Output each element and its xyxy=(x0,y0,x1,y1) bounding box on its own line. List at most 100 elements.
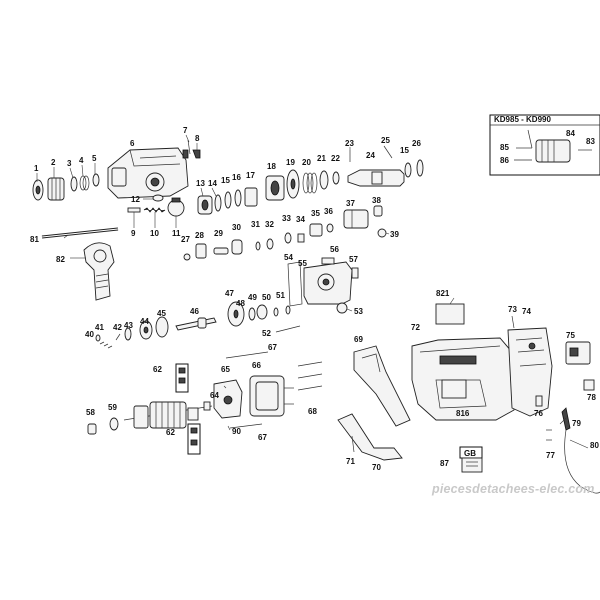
label-66: 66 xyxy=(252,361,261,370)
gb-label-box xyxy=(459,446,483,473)
label-56: 56 xyxy=(330,245,339,254)
label-53: 53 xyxy=(354,307,363,316)
label-25: 25 xyxy=(381,136,390,145)
part-15-ring xyxy=(224,191,232,209)
label-21: 21 xyxy=(317,154,326,163)
part-62-brush-holder-bottom xyxy=(187,423,201,455)
label-40: 40 xyxy=(85,330,94,339)
label-41: 41 xyxy=(95,323,104,332)
label-46: 46 xyxy=(190,307,199,316)
part-1-sleeve xyxy=(32,179,44,201)
label-90: 90 xyxy=(232,427,241,436)
label-44: 44 xyxy=(140,317,149,326)
label-80: 80 xyxy=(590,441,599,450)
label-51: 51 xyxy=(276,291,285,300)
label-69: 69 xyxy=(354,335,363,344)
part-20-spring xyxy=(302,172,318,194)
part-62-brush-holder-top xyxy=(175,363,189,393)
part-8-bracket xyxy=(192,149,201,159)
part-71-screw xyxy=(351,435,355,453)
part-50-washer xyxy=(273,307,279,317)
part-37-piston xyxy=(343,209,369,229)
label-52: 52 xyxy=(262,329,271,338)
leader-lines xyxy=(36,134,589,449)
label-19: 19 xyxy=(286,158,295,167)
part-30-bushing xyxy=(231,239,243,255)
part-67-screw-bottom xyxy=(229,423,263,429)
label-36: 36 xyxy=(324,207,333,216)
part-28-bolt xyxy=(195,243,207,259)
label-50: 50 xyxy=(262,293,271,302)
part-22-washer xyxy=(332,171,340,185)
part-81-depth-rod xyxy=(41,227,119,239)
part-47-clutch xyxy=(227,301,245,327)
part-19-gear xyxy=(286,169,300,199)
label-67a: 67 xyxy=(268,343,277,352)
label-71: 71 xyxy=(346,457,355,466)
label-58: 58 xyxy=(86,408,95,417)
label-18: 18 xyxy=(267,162,276,171)
label-65: 65 xyxy=(221,365,230,374)
label-29: 29 xyxy=(214,229,223,238)
part-68-screws xyxy=(297,361,323,391)
part-52-bolt xyxy=(275,325,301,333)
label-5: 5 xyxy=(92,154,97,163)
part-32-ring xyxy=(266,238,274,250)
label-27: 27 xyxy=(181,235,190,244)
part-16-ring xyxy=(234,189,242,207)
label-15b: 15 xyxy=(400,146,409,155)
gb-tag: GB xyxy=(464,449,476,458)
part-77-screws xyxy=(546,429,552,441)
label-55: 55 xyxy=(298,259,307,268)
part-43-ring xyxy=(124,327,132,341)
part-3-ring xyxy=(70,176,78,192)
label-26: 26 xyxy=(412,139,421,148)
label-62b: 62 xyxy=(166,428,175,437)
label-24: 24 xyxy=(366,151,375,160)
label-74: 74 xyxy=(522,307,531,316)
label-821: 821 xyxy=(436,289,450,298)
part-65-baffle xyxy=(213,379,243,419)
label-2: 2 xyxy=(51,158,56,167)
part-51-washer xyxy=(285,305,291,315)
part-80-cord xyxy=(564,429,600,494)
part-11-selector-knob xyxy=(167,197,185,217)
part-40-washer xyxy=(95,334,101,342)
label-79: 79 xyxy=(572,419,581,428)
part-48-ring xyxy=(248,307,256,321)
part-2-collar xyxy=(47,177,65,201)
label-64: 64 xyxy=(210,391,219,400)
label-57: 57 xyxy=(349,255,358,264)
part-26-ring xyxy=(416,159,424,177)
part-24-spindle xyxy=(347,169,405,187)
kit-label-83: 83 xyxy=(586,137,595,146)
label-72: 72 xyxy=(411,323,420,332)
label-9: 9 xyxy=(131,229,136,238)
label-12: 12 xyxy=(131,195,140,204)
kit-box-title: KD985 - KD990 xyxy=(494,115,551,124)
label-81: 81 xyxy=(30,235,39,244)
part-78-capacitor xyxy=(583,379,595,391)
part-21-ring xyxy=(319,170,329,190)
part-34-pin xyxy=(297,233,305,243)
label-1: 1 xyxy=(34,164,39,173)
part-69-handle-left xyxy=(353,345,411,427)
part-17-bearing xyxy=(244,187,258,207)
part-66-stator xyxy=(249,375,294,417)
label-16: 16 xyxy=(232,173,241,182)
label-816: 816 xyxy=(456,409,470,418)
part-53-seal xyxy=(336,302,348,314)
part-4-spring xyxy=(79,175,90,191)
part-55-gear-cover xyxy=(303,261,353,305)
part-76-clamp xyxy=(535,395,543,407)
part-29-pin xyxy=(213,247,229,255)
label-54: 54 xyxy=(284,253,293,262)
label-43: 43 xyxy=(124,321,133,330)
part-5-washer xyxy=(92,173,100,187)
part-41-needles xyxy=(99,341,113,349)
label-10: 10 xyxy=(150,229,159,238)
label-23: 23 xyxy=(345,139,354,148)
label-45: 45 xyxy=(157,309,166,318)
label-42: 42 xyxy=(113,323,122,332)
part-35-cam xyxy=(309,223,323,237)
